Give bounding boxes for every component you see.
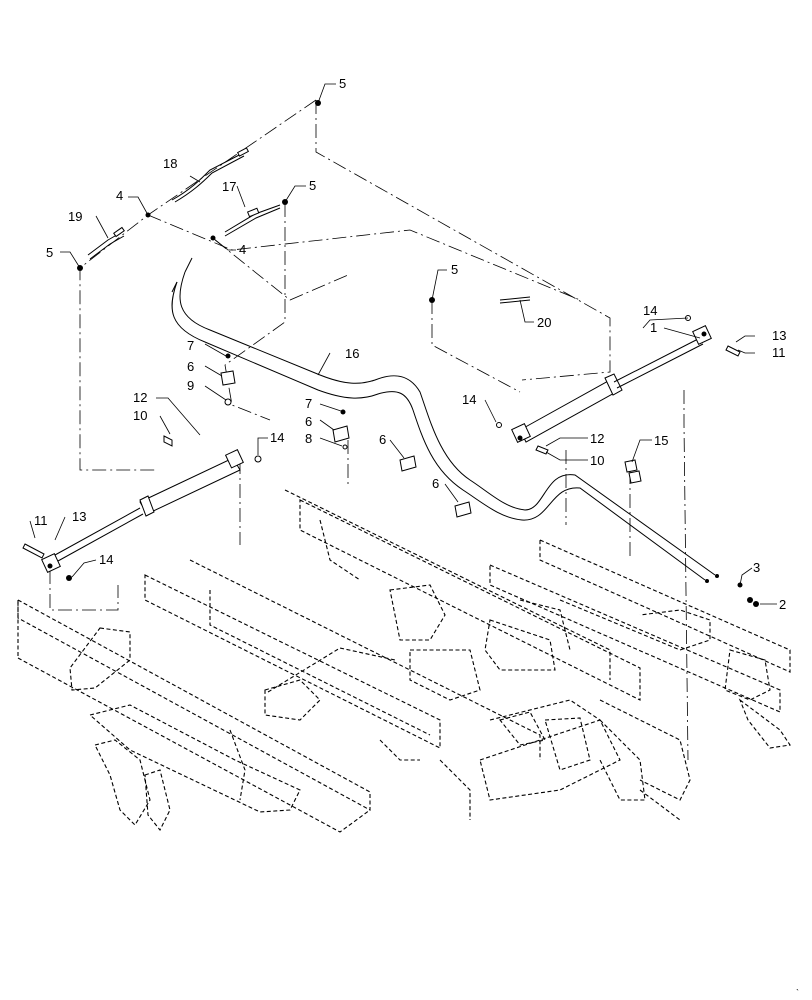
- short-hoses: [87, 147, 531, 304]
- callout-10: 10: [590, 453, 604, 468]
- hardware: [22, 100, 759, 607]
- callout-19: 19: [68, 209, 82, 224]
- hose-end-fitting: [715, 574, 719, 578]
- pin-11: [22, 543, 45, 559]
- callout-12: 12: [133, 390, 147, 405]
- callout-18: 18: [163, 156, 177, 171]
- machine-frame: [17, 489, 791, 833]
- callout-14: 14: [643, 303, 657, 318]
- callout-11: 11: [772, 345, 786, 360]
- callout-14: 14: [270, 430, 284, 445]
- corner-mark: `: [796, 988, 799, 998]
- callout-14: 14: [99, 552, 113, 567]
- callout-6: 6: [305, 414, 312, 429]
- pin-11: [725, 345, 741, 357]
- callout-17: 17: [222, 179, 236, 194]
- callout-2: 2: [779, 597, 786, 612]
- callout-10: 10: [133, 408, 147, 423]
- callout-3: 3: [753, 560, 760, 575]
- callout-16: 16: [345, 346, 359, 361]
- clamp-6: [220, 370, 236, 386]
- hose-18: [171, 151, 246, 201]
- callout-5: 5: [451, 262, 458, 277]
- hose-end-fitting: [705, 579, 709, 583]
- callout-14: 14: [462, 392, 476, 407]
- clamp-6: [399, 455, 417, 472]
- clamp-6: [332, 425, 350, 443]
- callout-15: 15: [654, 433, 668, 448]
- callout-4: 4: [116, 188, 123, 203]
- hose-17: [224, 204, 281, 233]
- callout-6: 6: [432, 476, 439, 491]
- callout-20: 20: [537, 315, 551, 330]
- callout-6: 6: [187, 359, 194, 374]
- callout-9: 9: [187, 378, 194, 393]
- callout-11: 11: [34, 513, 48, 528]
- hydraulic-cylinder-right: [511, 325, 712, 443]
- callout-5: 5: [339, 76, 346, 91]
- callout-leaders: [29, 83, 777, 605]
- hydraulic-cylinder-left: [41, 449, 244, 573]
- callout-6: 6: [379, 432, 386, 447]
- callout-7: 7: [305, 396, 312, 411]
- callout-13: 13: [772, 328, 786, 343]
- hydraulic-hoses: [171, 257, 719, 583]
- assembly-reference-lines: [49, 99, 689, 761]
- callout-8: 8: [305, 431, 312, 446]
- callout-labels: 5 18 17 5 4 19 4 5 5 14 20 1 13 16 7 11 …: [34, 76, 786, 612]
- callout-12: 12: [590, 431, 604, 446]
- callout-5: 5: [309, 178, 316, 193]
- clamp-6: [454, 501, 472, 518]
- callout-7: 7: [187, 338, 194, 353]
- callout-5: 5: [46, 245, 53, 260]
- callout-1: 1: [650, 320, 657, 335]
- hose-20: [499, 296, 531, 301]
- callout-4: 4: [239, 242, 246, 257]
- callout-13: 13: [72, 509, 86, 524]
